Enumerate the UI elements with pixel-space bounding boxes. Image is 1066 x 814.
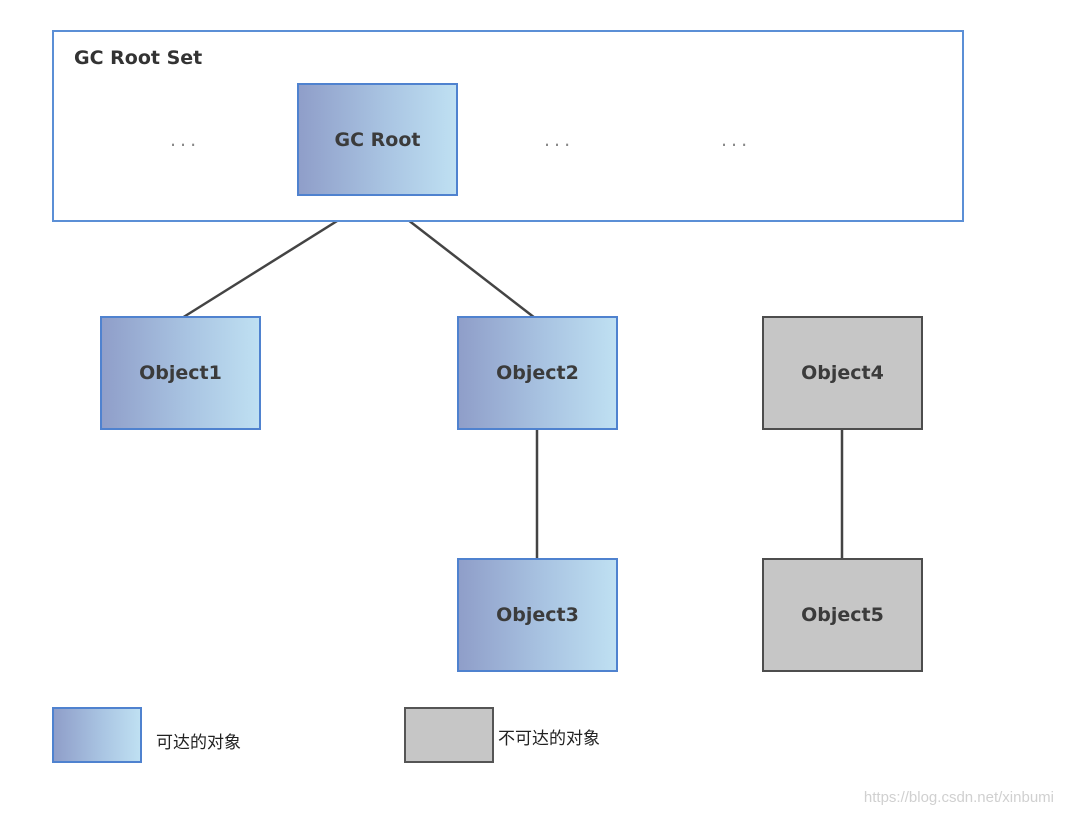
ellipsis-left: ... bbox=[170, 129, 201, 151]
object2-label: Object2 bbox=[496, 362, 579, 384]
object4-label: Object4 bbox=[801, 362, 884, 384]
ellipsis-middle: ... bbox=[544, 129, 575, 151]
ellipsis-right: ... bbox=[721, 129, 752, 151]
object5-node: Object5 bbox=[762, 558, 923, 672]
object1-label: Object1 bbox=[139, 362, 222, 384]
gc-root-set-container: GC Root Set ... ... ... bbox=[52, 30, 964, 222]
object3-label: Object3 bbox=[496, 604, 579, 626]
object2-node: Object2 bbox=[457, 316, 618, 430]
object3-node: Object3 bbox=[457, 558, 618, 672]
watermark-url: https://blog.csdn.net/xinbumi bbox=[863, 789, 1054, 806]
legend-unreachable-label: 不可达的对象 bbox=[498, 729, 600, 749]
legend-reachable-label: 可达的对象 bbox=[156, 733, 241, 753]
gc-root-set-title: GC Root Set bbox=[74, 47, 203, 69]
object4-node: Object4 bbox=[762, 316, 923, 430]
legend-reachable-swatch bbox=[52, 707, 142, 763]
gc-root-label: GC Root bbox=[334, 128, 421, 151]
object5-label: Object5 bbox=[801, 604, 884, 626]
gc-root-node: GC Root bbox=[297, 83, 458, 196]
legend-unreachable-swatch bbox=[404, 707, 494, 763]
object1-node: Object1 bbox=[100, 316, 261, 430]
